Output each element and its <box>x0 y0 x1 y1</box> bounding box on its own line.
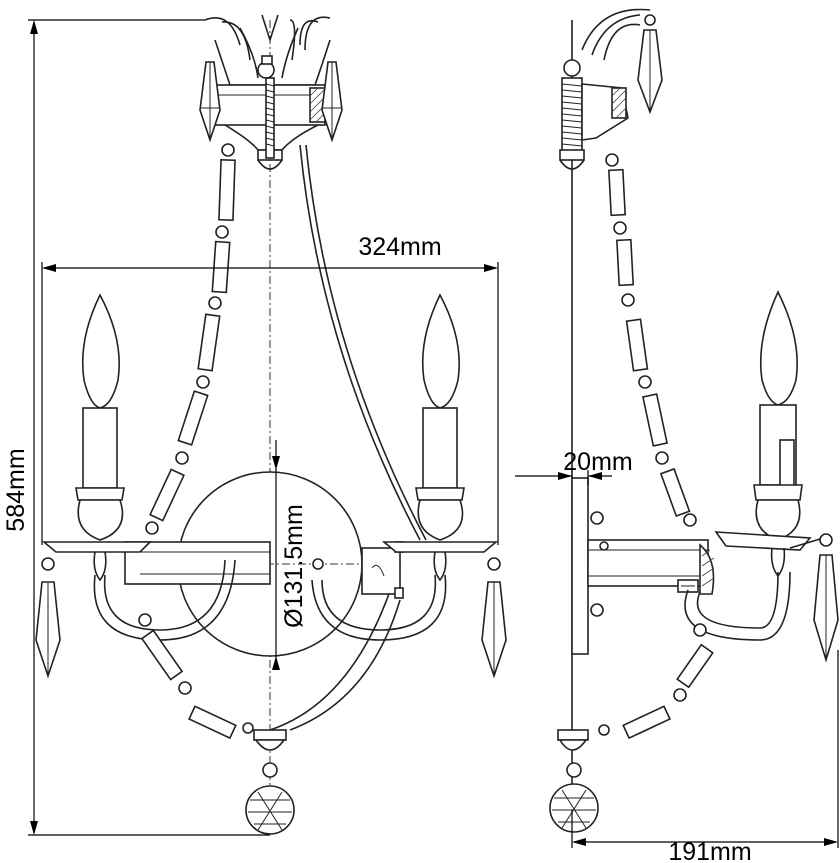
height-label: 584mm <box>2 448 30 531</box>
side-lower-bead-chain <box>598 623 714 740</box>
front-lower-bead-chain <box>138 599 401 740</box>
side-candle <box>714 290 839 663</box>
front-side-crystals <box>35 557 507 679</box>
plate-diameter-dimension: Ø131.5mm <box>272 440 308 670</box>
width-label: 324mm <box>358 233 441 261</box>
width-dimension: 324mm <box>41 233 499 545</box>
front-right-candle <box>311 293 499 641</box>
front-view: 584mm 324mm Ø131.5mm <box>2 14 507 836</box>
front-junction-box <box>361 547 401 595</box>
front-bottom-finial <box>245 729 295 835</box>
plate-thickness-dimension: 20mm <box>515 448 633 485</box>
front-arm <box>124 541 271 585</box>
plate-thickness-label: 20mm <box>563 448 632 476</box>
depth-label: 191mm <box>668 838 751 863</box>
plate-diameter-label: Ø131.5mm <box>280 504 308 628</box>
front-crown-crystals <box>199 61 343 143</box>
side-crown <box>559 8 663 170</box>
front-crown <box>204 14 331 170</box>
side-wall-plate <box>571 477 589 655</box>
front-stem <box>299 144 421 541</box>
front-left-candle <box>41 293 236 641</box>
side-view: 20mm 191mm <box>515 8 839 863</box>
front-left-bead-chain <box>145 143 236 535</box>
depth-dimension: 191mm <box>571 650 839 863</box>
height-dimension: 584mm <box>2 19 270 836</box>
side-bottom-finial <box>549 729 599 833</box>
side-bead-chain <box>605 153 697 527</box>
